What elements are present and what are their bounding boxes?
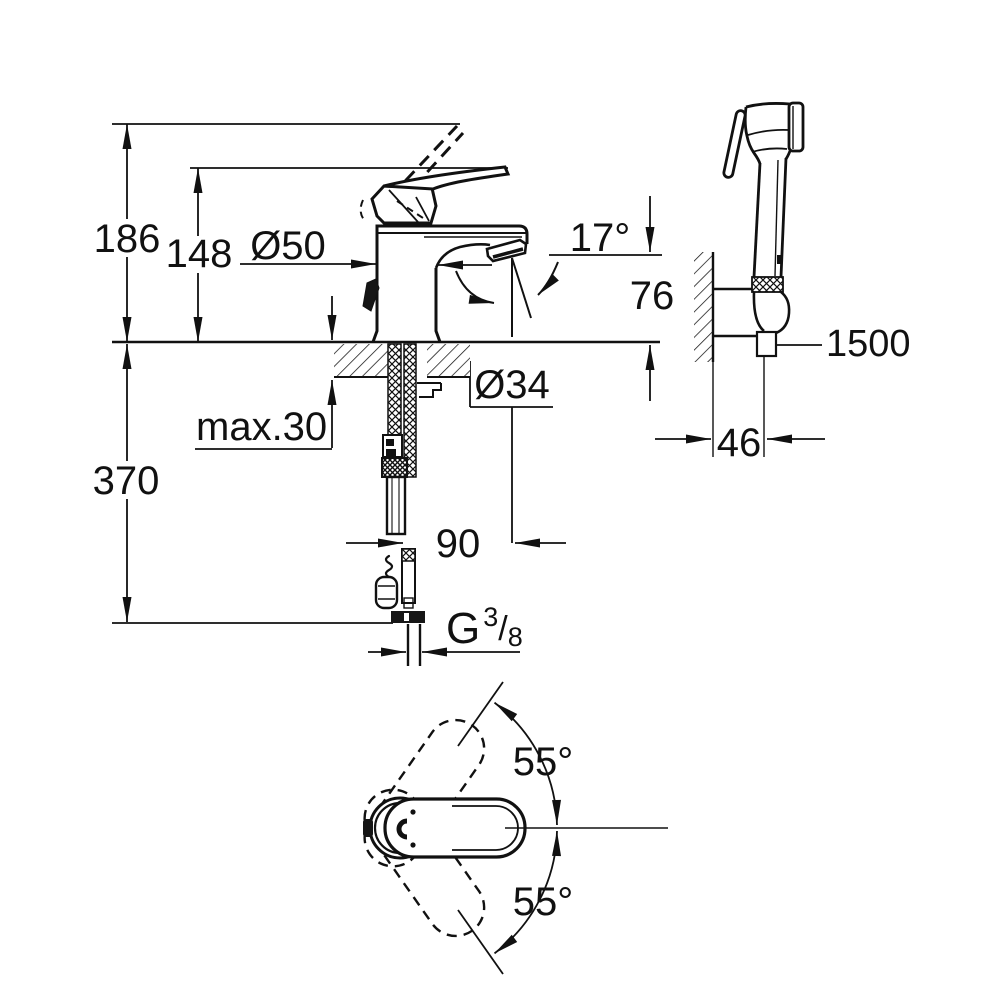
dimension-lines-shower <box>655 344 825 457</box>
spout-tip-plan <box>363 819 373 837</box>
g38-letter: G <box>446 604 480 653</box>
shower-head-top <box>745 102 791 109</box>
dim-label-90: 90 <box>436 522 481 566</box>
label-bg-186 <box>95 219 159 257</box>
swivel-ext-bottom <box>457 909 504 975</box>
under-deck-assembly <box>374 343 425 666</box>
retaining-spring <box>384 554 394 579</box>
hand-shower-view <box>655 101 825 457</box>
dim-label-148: 148 <box>166 232 233 276</box>
handle-hidden-line <box>396 200 424 219</box>
aerator-face <box>492 247 524 259</box>
plan-dot-top <box>410 809 416 815</box>
shower-head-curve-1 <box>747 128 790 136</box>
handle-lever <box>383 165 511 191</box>
swivel-ext-top <box>457 681 504 747</box>
side-lever-detail <box>362 278 380 312</box>
shower-trigger <box>722 109 747 179</box>
dim-label-dia50: Ø50 <box>250 224 326 268</box>
dim-label-17deg: 17° <box>570 216 631 260</box>
dim-label-76: 76 <box>630 274 675 318</box>
dimension-lines-plan <box>457 681 668 975</box>
shower-head-curve-2 <box>751 147 788 153</box>
shank-nut-block <box>381 457 408 478</box>
hose-outlet <box>755 330 778 358</box>
counter-hatch-left <box>334 344 388 377</box>
hose-elbow-right <box>775 290 791 335</box>
dim-label-46: 46 <box>717 421 762 465</box>
dim-label-dia34: Ø34 <box>474 363 550 407</box>
dim-label-370: 370 <box>93 459 160 503</box>
handle-plan-view <box>352 681 668 975</box>
body-right-outline <box>434 268 442 343</box>
fitting-mark-1 <box>386 439 394 446</box>
shower-head-left <box>743 106 762 165</box>
shower-hook-notch <box>777 255 782 264</box>
plan-dot-bottom <box>410 842 416 848</box>
fitting-mark-2 <box>386 449 396 456</box>
counter-hatch-right <box>427 344 470 377</box>
g38-numerator: 3 <box>483 602 498 632</box>
hose-end-detail <box>403 597 414 609</box>
dim-label-55deg-top: 55° <box>513 740 574 784</box>
dimension-labels: 186 148 Ø50 17° 76 1500 Ø34 max.30 46 37… <box>93 216 911 924</box>
angle-stream-line <box>511 257 532 319</box>
spout-chin-curve <box>434 243 491 269</box>
g38-slash: / <box>498 610 508 648</box>
dim-label-max30: max.30 <box>196 405 327 449</box>
flex-hose-lower-cap <box>401 548 416 562</box>
shower-handle-left <box>752 162 762 278</box>
angle-arc-right <box>537 261 559 296</box>
hose-weight <box>374 575 399 610</box>
wall-hatch <box>694 252 713 362</box>
shower-head-cap <box>787 101 805 153</box>
dim-label-1500: 1500 <box>826 323 911 365</box>
handle-raised-dashed-2 <box>397 131 465 205</box>
handle-facet-1 <box>388 189 419 223</box>
connection-nut-slit <box>404 613 409 621</box>
plan-pivot-crescent <box>396 818 408 840</box>
flex-hose-upper <box>385 475 407 536</box>
handle-hidden-arc <box>359 199 367 223</box>
handle-knuckle <box>370 184 438 225</box>
label-backgrounds <box>93 219 231 499</box>
main-side-view <box>112 123 662 666</box>
swivel-arc-top <box>493 701 562 826</box>
handle-raised-dashed-1 <box>389 124 459 198</box>
mounting-bracket <box>417 382 442 398</box>
body-left-top-outline <box>371 224 529 343</box>
g38-denominator: 8 <box>508 622 523 652</box>
shower-knurled-band <box>751 276 784 293</box>
faucet-body <box>359 124 529 343</box>
label-bg-370 <box>93 461 159 499</box>
angle-arc-left <box>455 270 495 304</box>
threaded-shank-right <box>403 343 417 478</box>
label-bg-148 <box>166 236 231 273</box>
hose-elbow-left <box>752 291 765 333</box>
dim-label-186: 186 <box>94 217 161 261</box>
shower-head-right-lower <box>784 150 792 160</box>
swivel-arc-bottom <box>493 830 562 955</box>
counter-section <box>112 340 660 398</box>
shower-handle-inner <box>774 159 779 277</box>
handle-facet-2 <box>415 196 430 222</box>
dim-label-55deg-bottom: 55° <box>513 880 574 924</box>
